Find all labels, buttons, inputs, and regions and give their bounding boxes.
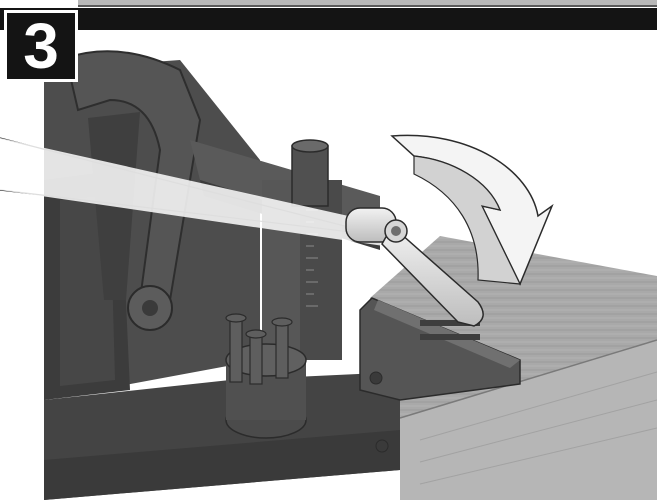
step-number: 3 (23, 10, 59, 82)
top-edge-strip (78, 0, 657, 7)
callout-wedge (0, 138, 384, 246)
rotate-arrow-icon (390, 134, 554, 286)
step-number-badge: 3 (4, 10, 78, 82)
header-bar (0, 8, 657, 30)
locking-lever (345, 207, 484, 327)
